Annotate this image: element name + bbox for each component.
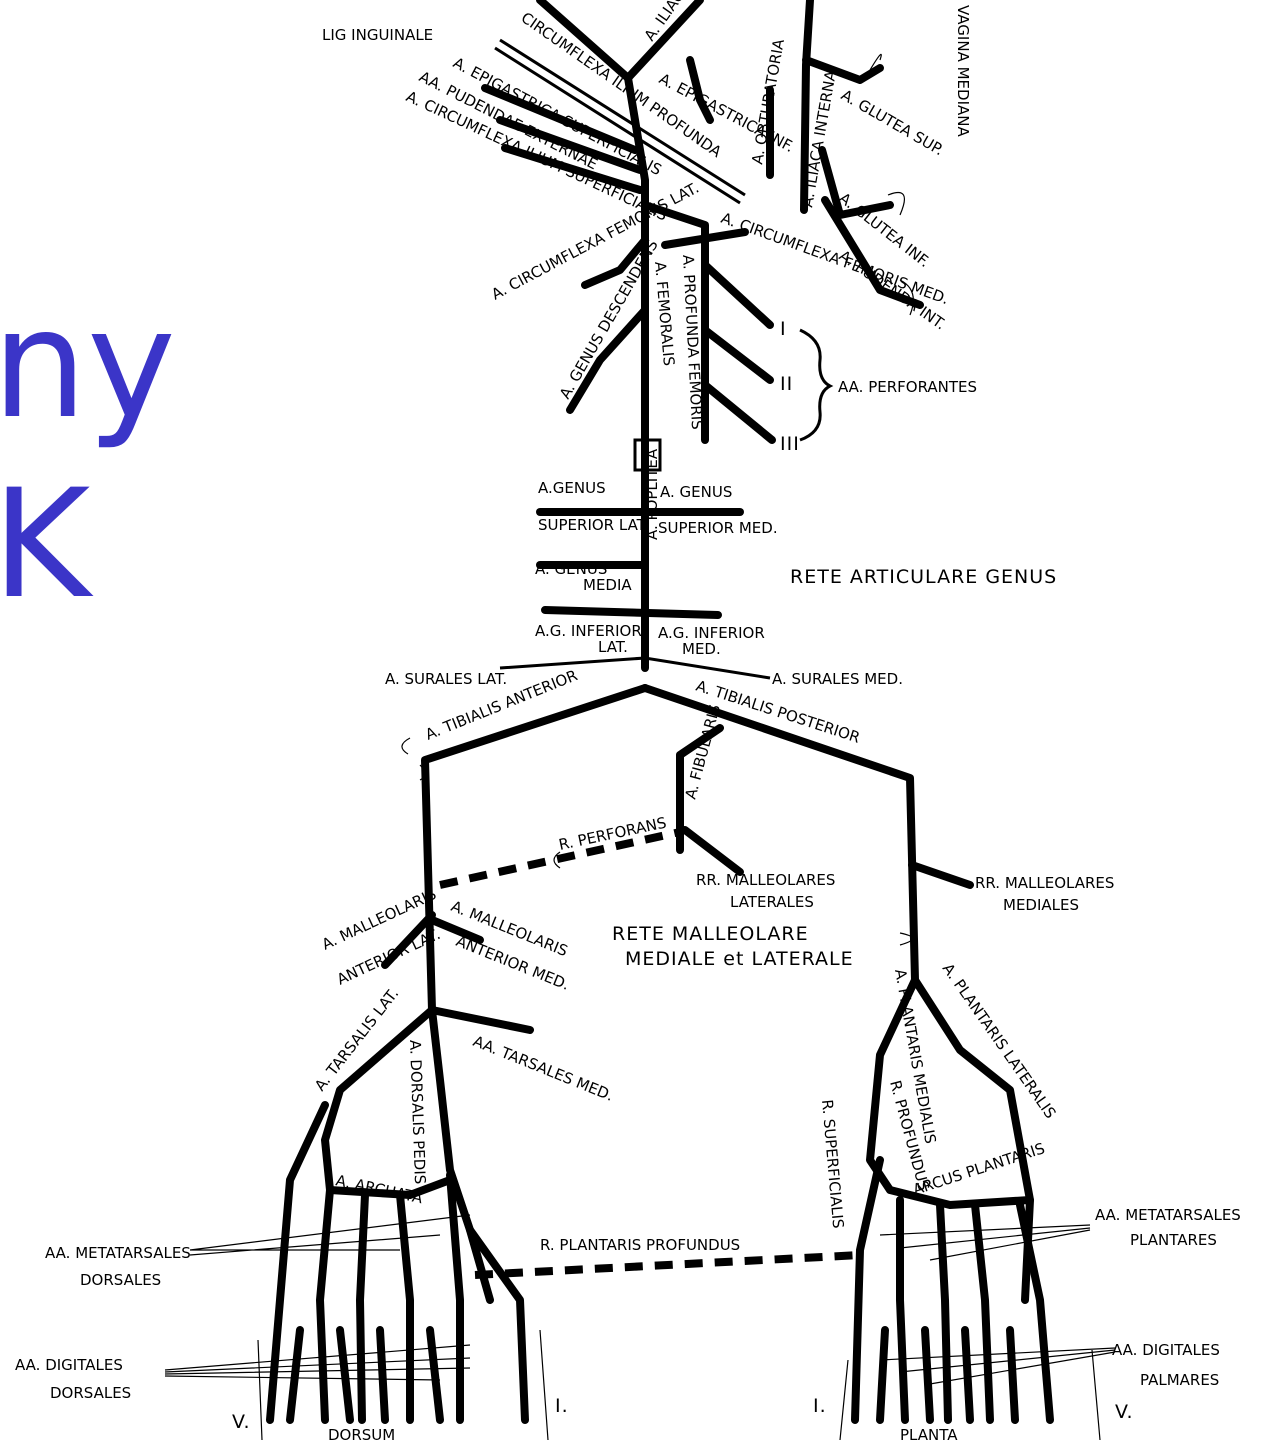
label-aa-metatarsales-dorsales-1: AA. METATARSALES	[45, 1244, 191, 1262]
label-aa-metatarsales-dorsales-2: DORSALES	[80, 1271, 161, 1289]
label-perforans-3: III	[780, 433, 800, 455]
label-rr-malleolares-mediales-2: MEDIALES	[1003, 896, 1079, 914]
label-a-genus-sup-med-1: A. GENUS	[660, 483, 732, 501]
label-r-plantaris-profundus: R. PLANTARIS PROFUNDUS	[540, 1236, 740, 1254]
dorsal-metatarsal-2	[400, 1195, 410, 1420]
label-vagina-mediana: VAGINA MEDIANA	[954, 5, 972, 137]
perforans-3-vessel	[705, 385, 772, 440]
label-toe-i-left: I.	[555, 1395, 569, 1417]
label-aa-digitales-dorsales-2: DORSALES	[50, 1384, 131, 1402]
label-a-femoralis: A. FEMORALIS	[651, 261, 678, 367]
arcus-plantaris-vessel	[890, 1190, 1030, 1205]
dorsal-foot-vessels	[165, 1010, 548, 1440]
label-aa-digitales-palmares-2: PALMARES	[1140, 1371, 1219, 1389]
label-rete-malleolare-2: MEDIALE et LATERALE	[625, 948, 854, 970]
label-rete-malleolare-1: RETE MALLEOLARE	[612, 923, 809, 945]
label-aa-digitales-palmares-1: AA. DIGITALES	[1112, 1341, 1220, 1359]
label-aa-digitales-dorsales-1: AA. DIGITALES	[15, 1356, 123, 1374]
label-a-dorsalis-pedis: A. DORSALIS PEDIS	[406, 1040, 429, 1185]
label-aa-metatarsales-plantares-2: PLANTARES	[1130, 1231, 1217, 1249]
metatarsales-plantares-leader	[880, 1225, 1090, 1260]
label-rr-malleolares-laterales-2: LATERALES	[730, 893, 814, 911]
label-rete-articulare-genus: RETE ARTICULARE GENUS	[790, 566, 1057, 588]
diagram-labels: LIG INGUINALE CIRCUMFLEXA ILIUM PROFUNDA…	[15, 0, 1241, 1440]
perforans-1-vessel	[705, 265, 770, 325]
digitales-dorsales-leader	[165, 1345, 470, 1380]
surales-vessels	[500, 658, 770, 678]
glutea-sup-vessel	[806, 60, 880, 80]
label-perforans-1: I	[780, 318, 787, 340]
label-aa-metatarsales-plantares-1: AA. METATARSALES	[1095, 1206, 1241, 1224]
plantar-metatarsal-2	[900, 1200, 905, 1420]
label-planta: PLANTA	[900, 1426, 958, 1440]
plantar-metatarsal-1	[855, 1160, 880, 1420]
malleolares-laterales-vessel	[685, 830, 740, 872]
tarsales-med-vessel	[432, 1010, 530, 1030]
perforans-2-vessel	[705, 330, 770, 380]
label-rr-malleolares-mediales-1: RR. MALLEOLARES	[975, 874, 1114, 892]
digitales-palmares-leader	[880, 1348, 1115, 1384]
dorsal-metatarsal-1	[450, 1175, 460, 1420]
label-r-perforans: R. PERFORANS	[557, 814, 668, 854]
plantar-foot-vessels	[475, 980, 1115, 1440]
label-rr-malleolares-laterales-1: RR. MALLEOLARES	[696, 871, 835, 889]
label-a-g-inferior-med-2: MED.	[682, 640, 721, 658]
label-toe-v-left: V.	[232, 1411, 251, 1433]
label-a-g-inferior-lat-2: LAT.	[598, 638, 628, 656]
label-a-genus-media-2: MEDIA	[583, 576, 632, 594]
label-aa-perforantes: AA. PERFORANTES	[838, 378, 977, 396]
plantaris-profundus-dashed-vessel	[475, 1255, 860, 1275]
label-toe-i-right: I.	[813, 1395, 827, 1417]
label-dorsum: DORSUM	[328, 1426, 395, 1440]
dorsal-metatarsal-4	[320, 1190, 330, 1420]
malleolares-mediales-vessel	[912, 865, 970, 885]
label-a-genus-sup-lat-1: A.GENUS	[538, 479, 606, 497]
label-perforans-2: II	[780, 373, 793, 395]
label-aa-tarsales-med: AA. TARSALES MED.	[471, 1032, 617, 1105]
label-a-poplitea: A. POPLITEA	[643, 448, 661, 540]
dorsalis-pedis-vessel	[432, 1010, 490, 1300]
perforantes-brace	[800, 330, 830, 440]
label-r-superficialis: R. SUPERFICIALIS	[818, 1099, 847, 1229]
genus-inferior-vessel	[545, 610, 718, 615]
plantar-metatarsal-5	[1020, 1205, 1050, 1420]
plantar-metatarsal-4	[975, 1205, 990, 1420]
label-a-genus-sup-med-2: SUPERIOR MED.	[658, 519, 778, 537]
label-a-genus-sup-lat-2: SUPERIOR LAT.	[538, 516, 649, 534]
label-a-surales-med: A. SURALES MED.	[772, 670, 903, 688]
label-toe-v-right: V.	[1115, 1401, 1134, 1423]
label-lig-inguinale: LIG INGUINALE	[322, 26, 433, 44]
plantar-metatarsal-3	[940, 1205, 948, 1420]
label-a-glutea-sup: A. GLUTEA SUP.	[838, 86, 947, 159]
label-a-surales-lat: A. SURALES LAT.	[385, 670, 507, 688]
